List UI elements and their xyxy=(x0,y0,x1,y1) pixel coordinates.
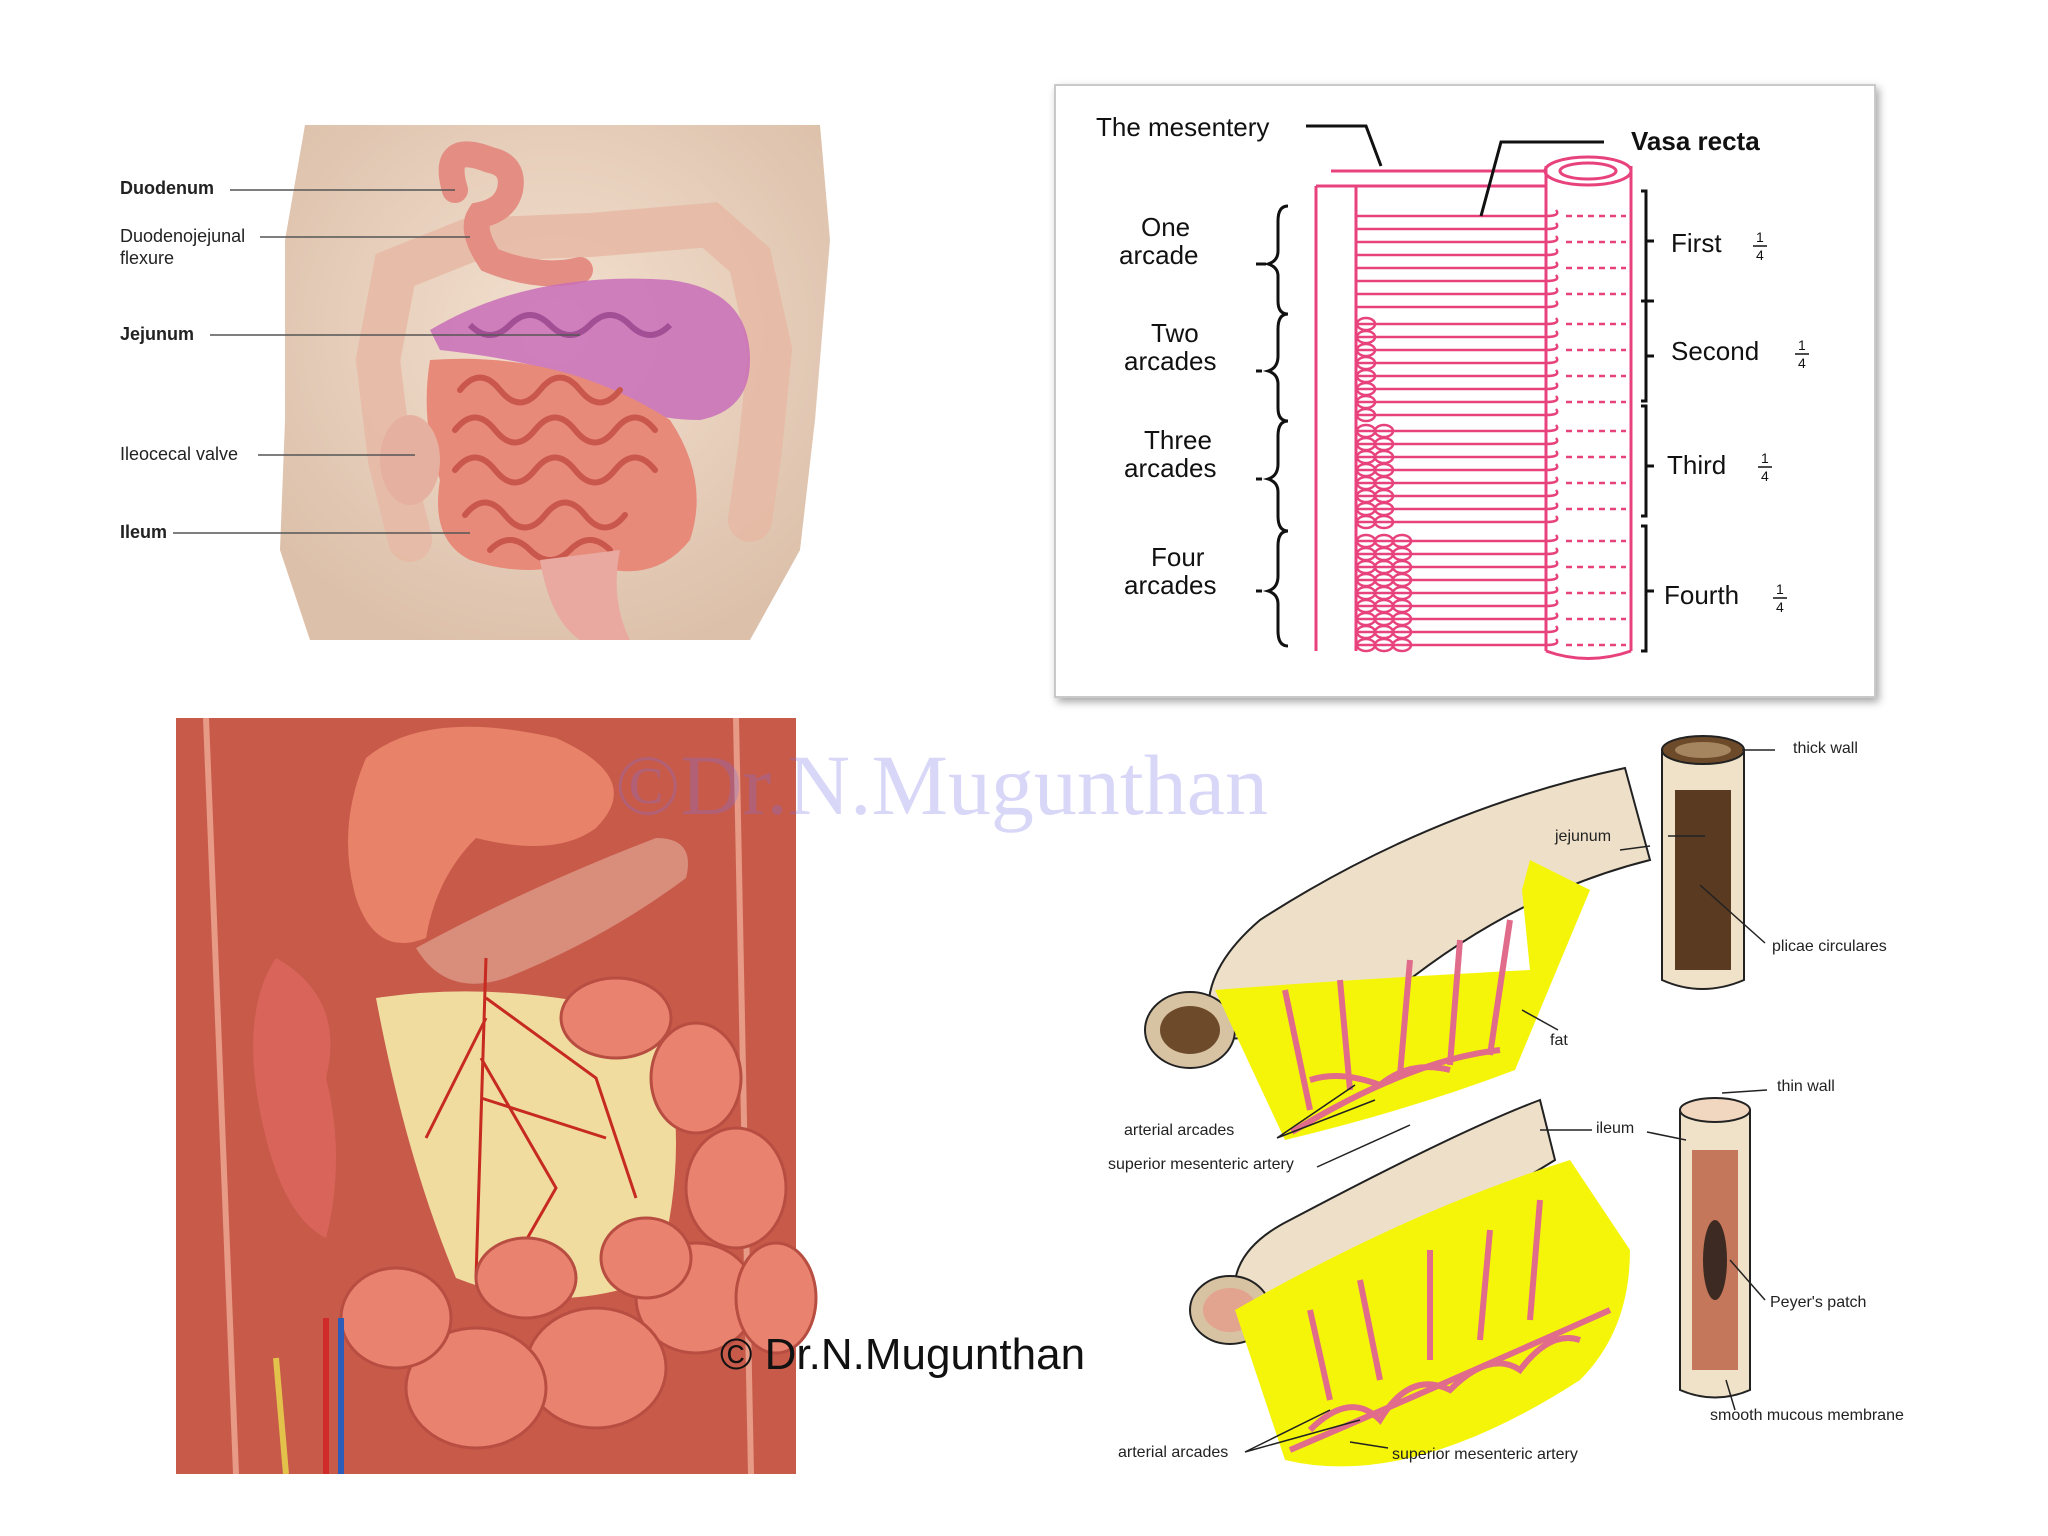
label-row2-frac-num: 1 xyxy=(1798,337,1806,353)
label-thin-wall: thin wall xyxy=(1777,1078,1835,1095)
abdomen-illustration xyxy=(173,125,830,640)
label-row2-left-1: Two xyxy=(1151,318,1199,348)
label-row4-frac-num: 1 xyxy=(1776,581,1784,597)
vessel-line xyxy=(1356,209,1559,218)
label-row3-frac-num: 1 xyxy=(1761,450,1769,466)
vessel-line xyxy=(1356,599,1559,608)
copyright-text: © Dr.N.Mugunthan xyxy=(720,1330,1086,1379)
label-row3-frac-den: 4 xyxy=(1761,468,1769,484)
vessel-line xyxy=(1356,300,1559,309)
vessel-line xyxy=(1356,489,1559,498)
vasa-recta-diagram: The mesentery Vasa recta One arcade Firs… xyxy=(1096,112,1809,660)
label-row1-left-1: One xyxy=(1141,212,1190,242)
label-fat: fat xyxy=(1550,1032,1568,1049)
vessel-line xyxy=(1356,287,1559,296)
label-dj-flexure-2: flexure xyxy=(120,248,175,268)
vessel-line xyxy=(1356,437,1559,446)
label-row1-right: First xyxy=(1671,228,1722,258)
arcade-loop xyxy=(1373,514,1395,530)
label-jejunum-bottom: jejunum xyxy=(1555,828,1612,845)
label-row2-frac-den: 4 xyxy=(1798,355,1806,371)
vessel-line xyxy=(1356,356,1559,365)
label-row1-frac-den: 4 xyxy=(1756,247,1764,263)
vasa-recta-diagram-panel: The mesentery Vasa recta One arcade Firs… xyxy=(1054,84,1876,698)
label-ileum: Ileum xyxy=(120,522,168,542)
vessel-line xyxy=(1356,463,1559,472)
vessel-line xyxy=(1356,638,1559,647)
vessel-line xyxy=(1356,222,1559,231)
abdomen-illustration-panel xyxy=(110,120,830,660)
vessel-line xyxy=(1356,534,1559,543)
vessel-line xyxy=(1356,235,1559,244)
vessel-line xyxy=(1356,586,1559,595)
vessel-line xyxy=(1356,450,1559,459)
label-row3-right: Third xyxy=(1667,450,1726,480)
label-peyers-patch: Peyer's patch xyxy=(1770,1294,1867,1311)
vessel-line xyxy=(1356,502,1559,511)
label-arterial-arcades-bottom: arterial arcades xyxy=(1118,1444,1229,1461)
vessel-line xyxy=(1356,274,1559,283)
arcade-loop xyxy=(1355,407,1377,423)
jejunum-ileum-comparison-panel xyxy=(1110,730,1940,1500)
vessel-line xyxy=(1356,248,1559,257)
vessel-line xyxy=(1356,560,1559,569)
label-smooth-mucous-membrane: smooth mucous membrane xyxy=(1710,1407,1904,1424)
label-thick-wall: thick wall xyxy=(1793,740,1858,757)
label-sma-top: superior mesenteric artery xyxy=(1108,1156,1294,1173)
label-duodenum: Duodenum xyxy=(120,178,214,198)
vessel-line xyxy=(1356,343,1559,352)
label-jejunum: Jejunum xyxy=(120,324,195,344)
label-sma-bottom: superior mesenteric artery xyxy=(1392,1446,1578,1463)
vessel-line xyxy=(1356,573,1559,582)
vessel-line xyxy=(1356,330,1559,339)
label-row3-left-2: arcades xyxy=(1124,453,1217,483)
label-arterial-arcades-top: arterial arcades xyxy=(1124,1122,1235,1139)
label-row3-left-1: Three xyxy=(1144,425,1212,455)
vessel-line xyxy=(1356,515,1559,524)
label-vasa-recta: Vasa recta xyxy=(1631,126,1760,156)
vessel-line xyxy=(1356,369,1559,378)
vessel-line xyxy=(1356,395,1559,404)
vessel-line xyxy=(1356,476,1559,485)
vessel-line xyxy=(1356,625,1559,634)
label-row2-left-2: arcades xyxy=(1124,346,1217,376)
label-row4-right: Fourth xyxy=(1664,580,1739,610)
vessel-line xyxy=(1356,317,1559,326)
jejunum-ileum-comparison xyxy=(1144,735,1775,1467)
label-row4-left-1: Four xyxy=(1151,542,1205,572)
label-mesentery: The mesentery xyxy=(1096,112,1269,142)
vessel-line xyxy=(1356,424,1559,433)
vessel-line xyxy=(1356,612,1559,621)
dissection-illustration xyxy=(176,717,818,1475)
label-row4-left-2: arcades xyxy=(1124,570,1217,600)
label-row1-left-2: arcade xyxy=(1119,240,1199,270)
arcade-loop xyxy=(1391,637,1413,653)
vessel-line xyxy=(1356,408,1559,417)
label-ileum-bottom: ileum xyxy=(1596,1120,1635,1137)
watermark: ©Dr.N.Mugunthan xyxy=(615,737,1268,833)
dissection-illustration-panel xyxy=(176,717,826,1475)
label-dj-flexure-1: Duodenojejunal xyxy=(120,226,246,246)
label-plicae-circulares: plicae circulares xyxy=(1772,938,1887,955)
label-row4-frac-den: 4 xyxy=(1776,599,1784,615)
label-ileocecal-valve: Ileocecal valve xyxy=(120,444,239,464)
vessel-line xyxy=(1356,382,1559,391)
label-row1-frac-num: 1 xyxy=(1756,229,1764,245)
vessel-line xyxy=(1356,547,1559,556)
label-row2-right: Second xyxy=(1671,336,1759,366)
vessel-line xyxy=(1356,261,1559,270)
